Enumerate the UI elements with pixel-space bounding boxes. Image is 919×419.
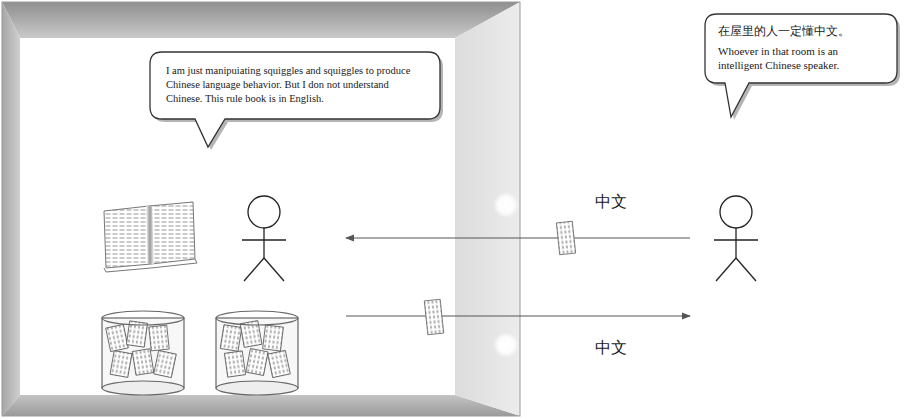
symbol-basket (263, 325, 284, 351)
stick-figure (714, 239, 758, 240)
bubble-shape (150, 52, 440, 147)
symbol-basket (216, 311, 298, 395)
stick-figure (242, 196, 286, 281)
bubble-subtext: Whoever in that room is an intelligent C… (718, 44, 884, 73)
thought-bubble: I am just manipuiating squiggles and squ… (150, 52, 440, 119)
rule-book (146, 206, 154, 264)
paper-slip (424, 299, 443, 334)
paper-slip (556, 221, 575, 254)
bubble-shape (705, 14, 897, 117)
wall-slot (493, 332, 519, 358)
symbol-basket (216, 311, 298, 325)
symbol-basket (102, 311, 184, 395)
arrow-label: 中文 (595, 338, 627, 357)
symbol-basket (102, 381, 184, 395)
symbol-basket (110, 351, 132, 378)
symbol-basket (102, 318, 184, 388)
speech-bubble: 在屋里的人一定懂中文。 Whoever in that room is an in… (705, 14, 897, 83)
stick-figure (242, 239, 286, 240)
bubble-text: 在屋里的人一定懂中文。 (718, 24, 884, 40)
symbol-basket (132, 349, 154, 376)
right-wall (455, 2, 520, 416)
stick-figure (736, 258, 756, 281)
bubble-text: I am just manipuiating squiggles and squ… (166, 64, 424, 107)
arrow-label: 中文 (595, 192, 627, 211)
ceiling (2, 2, 520, 38)
floor (2, 395, 520, 416)
room (2, 2, 520, 416)
stick-figure (735, 228, 736, 258)
rule-book (104, 206, 151, 268)
stick-figure (244, 258, 264, 281)
symbol-basket (246, 349, 268, 376)
paper-slip (556, 221, 575, 254)
rule-book (104, 202, 197, 272)
symbol-basket (106, 324, 129, 351)
stick-figure (264, 258, 284, 281)
back-wall (20, 38, 455, 395)
symbol-basket (268, 350, 291, 377)
stick-figure (263, 228, 264, 258)
stick-figure (714, 196, 758, 281)
symbol-basket (216, 381, 298, 395)
symbol-basket (220, 325, 242, 352)
rule-book (104, 259, 197, 272)
rule-book (149, 202, 195, 264)
left-wall (2, 2, 20, 416)
symbol-basket (149, 325, 169, 351)
stick-figure (716, 258, 736, 281)
symbol-basket (102, 311, 184, 325)
input-arrow (346, 238, 690, 239)
symbol-basket (216, 318, 298, 388)
symbol-basket (154, 350, 177, 377)
stick-figure (720, 196, 752, 228)
symbol-basket (224, 351, 245, 377)
stick-figure (248, 196, 280, 228)
paper-slip (424, 299, 443, 334)
wall-slot (493, 192, 519, 218)
output-arrow (346, 316, 690, 317)
room-outline (2, 2, 520, 416)
